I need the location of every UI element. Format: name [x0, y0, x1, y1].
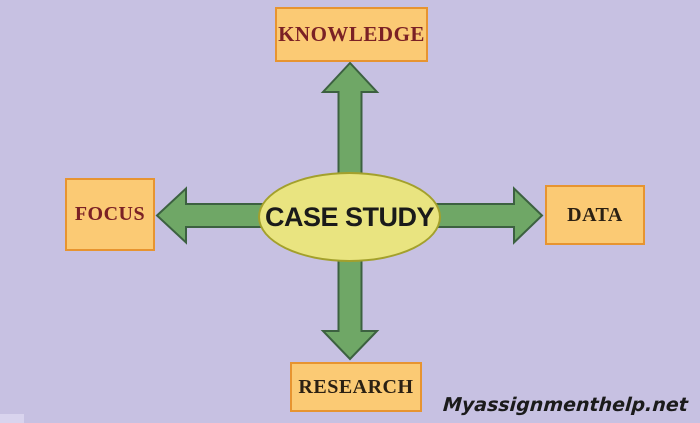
- watermark-text: Myassignmenthelp.net: [442, 394, 689, 416]
- node-research: RESEARCH: [290, 362, 422, 412]
- center-node-label: CASE STUDY: [264, 201, 435, 232]
- node-knowledge: KNOWLEDGE: [275, 7, 428, 62]
- node-focus-label: FOCUS: [74, 203, 146, 225]
- node-data: DATA: [545, 185, 645, 245]
- node-knowledge-label: KNOWLEDGE: [278, 22, 425, 46]
- center-node-case-study: CASE STUDY: [258, 172, 441, 262]
- arrow-down-icon: [320, 249, 380, 361]
- node-research-label: RESEARCH: [298, 375, 414, 398]
- node-focus: FOCUS: [65, 178, 155, 251]
- corner-artifact: [0, 414, 24, 423]
- arrow-up-icon: [320, 61, 380, 186]
- node-data-label: DATA: [567, 203, 623, 226]
